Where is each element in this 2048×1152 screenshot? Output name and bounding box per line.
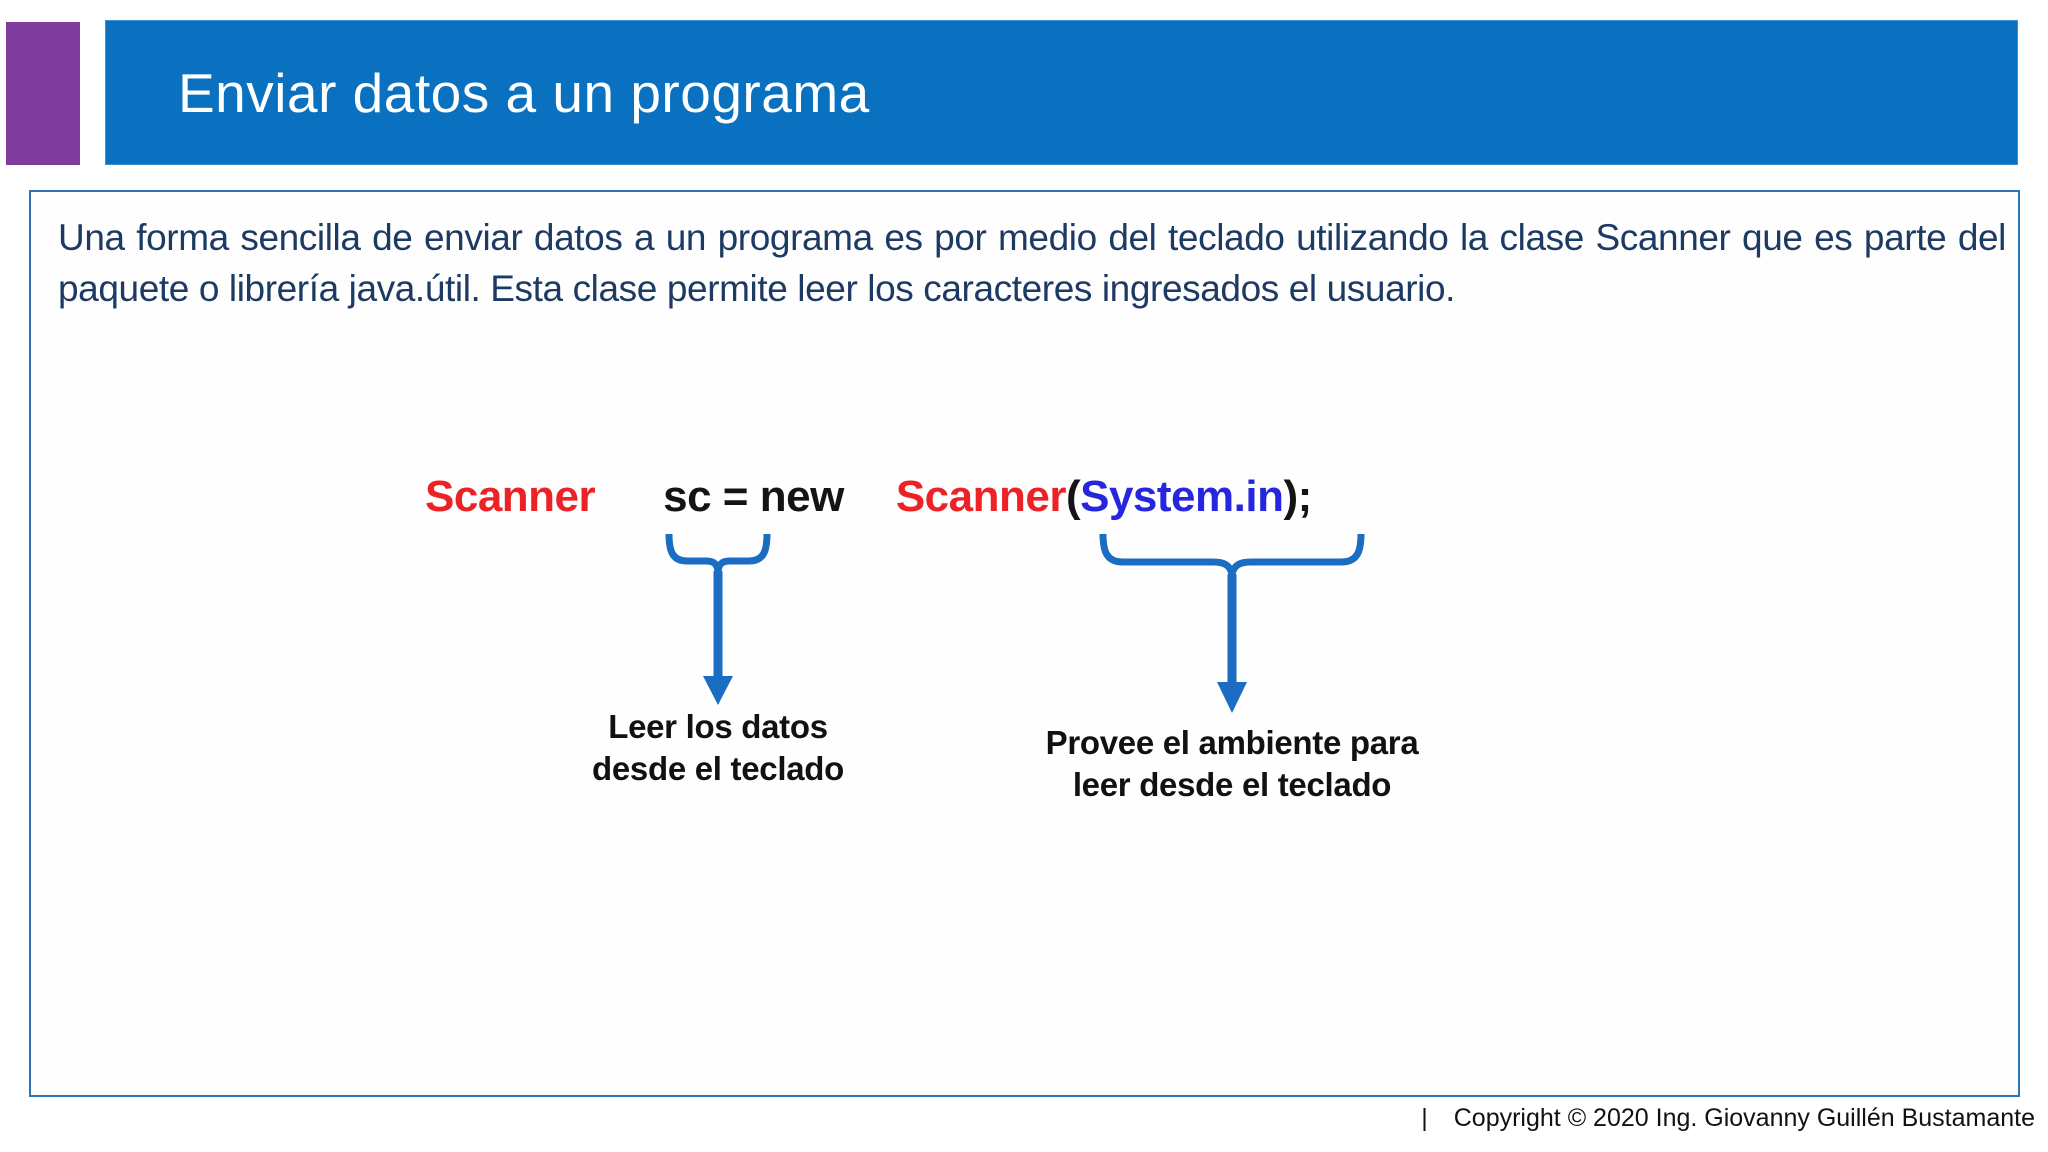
content-box: Una forma sencilla de enviar datos a un … <box>29 190 2020 1097</box>
annotation-left-line2: desde el teclado <box>592 750 844 787</box>
page-title: Enviar datos a un programa <box>178 61 870 124</box>
annotation-left-label: Leer los datos desde el teclado <box>548 706 888 790</box>
code-paren-open: ( <box>1065 472 1081 521</box>
underbrace-arrow-right <box>1096 534 1368 714</box>
accent-square <box>6 22 80 165</box>
annotation-right-line1: Provee el ambiente para <box>1045 724 1419 761</box>
underbrace-arrow-left <box>662 534 774 706</box>
code-argument: System.in <box>1080 472 1284 521</box>
code-paren-close: ) <box>1283 472 1298 521</box>
intro-paragraph: Una forma sencilla de enviar datos a un … <box>58 217 2006 310</box>
code-assignment: sc = new <box>663 472 844 521</box>
annotation-left-line1: Leer los datos <box>608 708 828 745</box>
underbrace-arrow-left-icon <box>665 534 771 705</box>
footer-separator: | <box>1421 1104 1428 1132</box>
title-bar: Enviar datos a un programa <box>105 20 2018 165</box>
code-constructor: Scanner <box>895 472 1067 521</box>
footer: | Copyright © 2020 Ing. Giovanny Guillén … <box>1421 1104 2035 1133</box>
copyright-text: Copyright © 2020 Ing. Giovanny Guillén B… <box>1453 1104 2035 1132</box>
code-declaration-type: Scanner <box>425 472 596 521</box>
annotation-right-line2: leer desde el teclado <box>1072 766 1392 803</box>
underbrace-arrow-right-icon <box>1099 534 1365 713</box>
annotation-right-label: Provee el ambiente para leer desde el te… <box>1022 722 1442 806</box>
code-semicolon: ; <box>1297 472 1313 521</box>
